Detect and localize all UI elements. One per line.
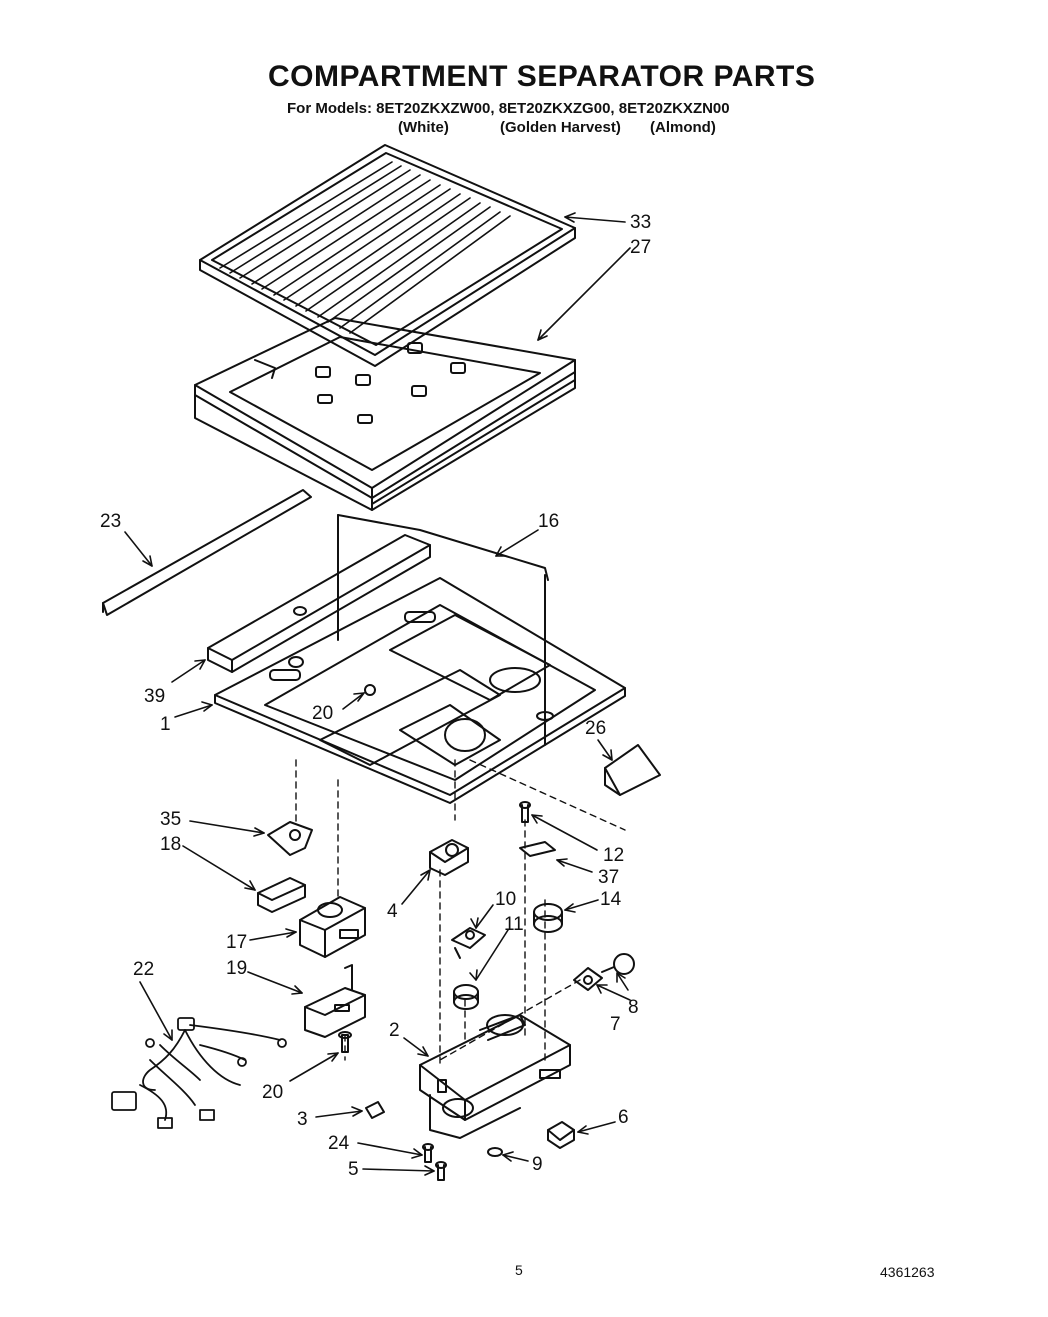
color-almond: (Almond) [650, 119, 716, 136]
part-3-clip [365, 1101, 385, 1119]
part-7-lamp-socket [573, 967, 603, 991]
callout-7: 7 [610, 1014, 621, 1035]
callout-4: 4 [387, 901, 398, 922]
part-39-mullion-cover [207, 534, 431, 673]
callout-8: 8 [628, 997, 639, 1018]
part-37-plate [519, 841, 556, 857]
part-33-shelf-grill [199, 144, 576, 367]
callout-19: 19 [226, 958, 247, 979]
part-11-grommet [453, 984, 479, 1010]
callout-6: 6 [618, 1107, 629, 1128]
callout-11: 11 [504, 914, 524, 935]
assembly-lines [295, 759, 626, 1066]
part-5-screw [435, 1161, 447, 1181]
callout-27: 27 [630, 237, 651, 258]
part-9-plug [487, 1147, 503, 1157]
part-19-bracket [304, 964, 366, 1038]
part-23-trim-strip [102, 489, 312, 616]
page-number: 5 [515, 1262, 523, 1278]
callout-37: 37 [598, 867, 619, 888]
part-27-separator-frame [194, 317, 576, 511]
page-title: COMPARTMENT SEPARATOR PARTS [268, 60, 816, 93]
part-8-light-bulb [601, 953, 635, 975]
part-22-wiring-harness [111, 1017, 287, 1129]
part-10-thermostat [451, 927, 486, 959]
part-16-heater-wire [337, 514, 549, 746]
part-24-screw [422, 1143, 434, 1163]
color-golden-harvest: (Golden Harvest) [500, 119, 621, 136]
part-18-bezel [257, 877, 306, 913]
part-26-insulation [604, 744, 661, 796]
callout-17: 17 [226, 932, 247, 953]
callout-26: 26 [585, 718, 606, 739]
callout-23: 23 [100, 511, 121, 532]
color-white: (White) [398, 119, 449, 136]
callout-20-lower: 20 [262, 1082, 283, 1103]
part-2-control-bracket [419, 1014, 571, 1139]
leader-lines [124, 212, 631, 1176]
model-list: For Models: 8ET20ZKXZW00, 8ET20ZKXZG00, … [287, 100, 730, 117]
part-20-screw-upper [364, 684, 376, 696]
callout-39: 39 [144, 686, 165, 707]
part-12-screw [519, 801, 531, 823]
callout-24: 24 [328, 1133, 350, 1154]
callout-1: 1 [160, 714, 171, 735]
callout-9: 9 [532, 1154, 543, 1175]
callout-35: 35 [160, 809, 181, 830]
part-35-clip [267, 821, 313, 856]
callout-18: 18 [160, 834, 181, 855]
part-4-knob [429, 839, 469, 876]
callout-16: 16 [538, 511, 559, 532]
callout-14: 14 [600, 889, 622, 910]
callout-labels: 33 27 23 16 39 1 20 26 35 18 12 37 4 10 … [100, 212, 651, 1180]
callout-3: 3 [297, 1109, 308, 1130]
callout-12: 12 [603, 845, 624, 866]
callout-22: 22 [133, 959, 154, 980]
part-14-grommet [533, 903, 563, 933]
part-20-screw-lower [338, 1031, 352, 1053]
part-1-separator-base [214, 577, 626, 804]
part-17-control-housing [299, 896, 366, 958]
callout-2: 2 [389, 1020, 400, 1041]
callout-33: 33 [630, 212, 651, 233]
callout-20-upper: 20 [312, 703, 333, 724]
part-6-switch [547, 1121, 575, 1149]
callout-5: 5 [348, 1159, 359, 1180]
document-number: 4361263 [880, 1264, 935, 1280]
callout-10: 10 [495, 889, 516, 910]
